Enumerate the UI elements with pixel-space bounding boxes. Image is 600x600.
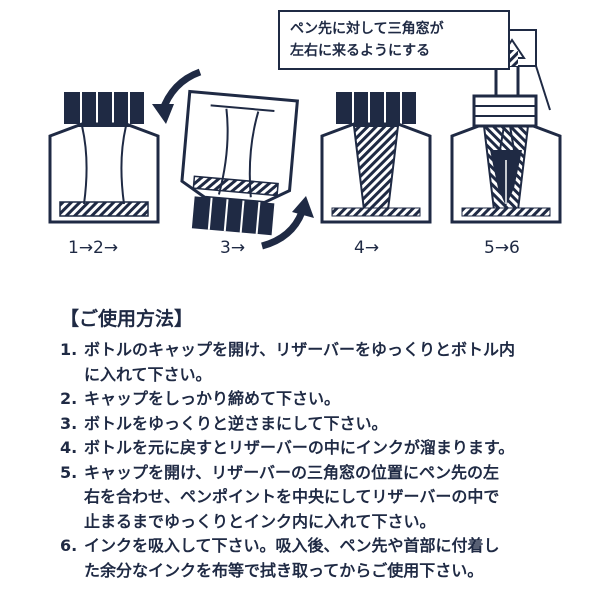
instruction-item: 3. ボトルをゆっくりと逆さまにして下さい。 [60,412,580,437]
instruction-text: キャップを開け、リザーバーの三角窓の位置にペン先の左 右を合わせ、ペンポイントを… [84,462,500,531]
instruction-number: 4. [60,438,78,457]
usage-heading: 【ご使用方法】 [60,308,194,330]
instruction-text: インクを吸入して下さい。吸入後、ペン先や首部に付着し た余分なインクを布等で拭き… [84,536,500,580]
instruction-item: 1. ボトルのキャップを開け、リザーバーをゆっくりとボトル内 に入れて下さい。 [60,338,580,387]
instruction-item: 2. キャップをしっかり締めて下さい。 [60,387,580,412]
callout-line-1: ペン先に対して三角窓が [290,21,444,37]
step-label-1-2: 1→2→ [68,238,119,258]
instruction-text: キャップをしっかり締めて下さい。 [84,389,341,408]
bottle-step-1 [48,92,160,224]
bottle-step-3 [180,89,299,236]
step-label-3: 3→ [220,238,246,258]
instruction-list: 1. ボトルのキャップを開け、リザーバーをゆっくりとボトル内 に入れて下さい。 … [60,338,580,583]
usage-illustration [48,29,562,250]
instruction-item: 4. ボトルを元に戻すとリザーバーの中にインクが溜まります。 [60,436,580,461]
callout-box: ペン先に対して三角窓が 左右に来るようにする [278,10,510,70]
instruction-text: ボトルのキャップを開け、リザーバーをゆっくりとボトル内 に入れて下さい。 [84,340,516,384]
instruction-number: 3. [60,413,78,433]
instruction-text: ボトルを元に戻すとリザーバーの中にインクが溜まります。 [84,438,515,457]
instruction-number: 1. [60,340,78,359]
step-label-4: 4→ [354,238,380,258]
instruction-text: ボトルをゆっくりと逆さまにして下さい。 [84,413,388,433]
bottle-step-4 [320,92,432,224]
callout-line-2: 左右に来るようにする [290,43,431,59]
instruction-item: 5. キャップを開け、リザーバーの三角窓の位置にペン先の左 右を合わせ、ペンポイ… [60,461,580,535]
instruction-number: 6. [60,536,78,555]
instruction-item: 6. インクを吸入して下さい。吸入後、ペン先や首部に付着し た余分なインクを布等… [60,534,580,583]
arrow-2-icon [260,210,306,250]
instruction-number: 2. [60,389,78,408]
callout-text: ペン先に対して三角窓が 左右に来るようにする [290,18,490,62]
instruction-number: 5. [60,462,78,482]
step-label-5-6: 5→6 [484,238,520,258]
